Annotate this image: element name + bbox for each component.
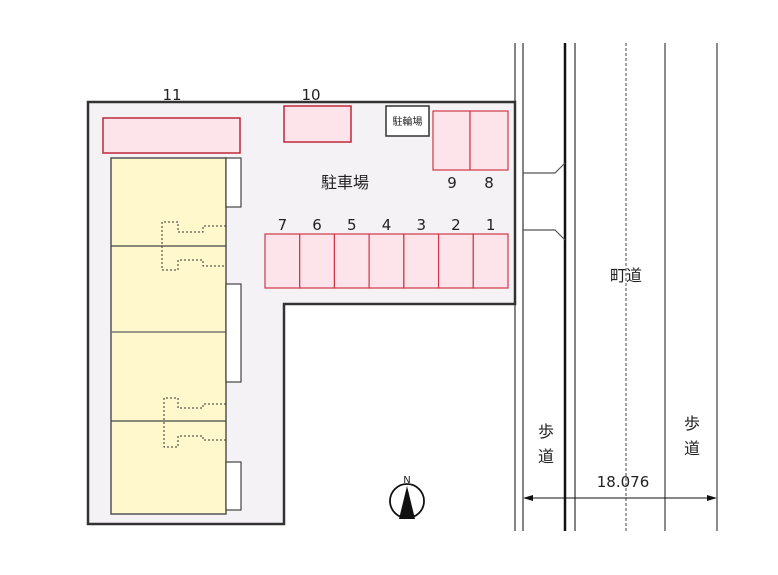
parking-space-9 <box>432 110 471 171</box>
road-width-label: 18.076 <box>597 473 650 491</box>
sidewalk-right-char2: 道 <box>684 439 700 458</box>
compass-north-label: N <box>403 475 410 486</box>
sidewalk-left-char1: 歩 <box>538 422 554 441</box>
sidewalk-left-char2: 道 <box>538 447 554 466</box>
town-road-label: 町道 <box>610 266 642 285</box>
north-compass-icon: N <box>389 475 425 519</box>
parking-space-5 <box>333 233 370 289</box>
bicycle-parking <box>385 105 430 137</box>
balcony <box>225 157 242 208</box>
label-4: 4 <box>382 216 392 234</box>
label-11: 11 <box>162 86 181 104</box>
label-2: 2 <box>451 216 461 234</box>
parking-space-10 <box>283 105 352 143</box>
balcony <box>225 461 242 511</box>
parking-space-7 <box>264 233 301 289</box>
road <box>514 43 718 531</box>
road-width-dimension: 18.076 <box>523 473 717 501</box>
apartment-building <box>110 157 242 515</box>
parking-space-3 <box>403 233 440 289</box>
driveway-edge <box>523 229 566 241</box>
label-1: 1 <box>486 216 496 234</box>
label-8: 8 <box>484 174 494 192</box>
parking-space-4 <box>368 233 405 289</box>
parking-space-11 <box>102 117 241 154</box>
driveway-edge <box>523 162 566 174</box>
label-6: 6 <box>312 216 322 234</box>
parking-space-2 <box>437 233 474 289</box>
label-7: 7 <box>278 216 288 234</box>
parking-lot-label: 駐車場 <box>321 173 369 192</box>
label-9: 9 <box>447 174 457 192</box>
label-5: 5 <box>347 216 357 234</box>
bicycle-parking-label: 駐輪場 <box>393 115 423 128</box>
entrance-outline <box>161 221 226 448</box>
sidewalk-right-char1: 歩 <box>684 414 700 433</box>
parking-space-8 <box>469 110 509 171</box>
balcony <box>225 283 242 383</box>
parking-space-6 <box>299 233 336 289</box>
label-10: 10 <box>301 86 320 104</box>
parking-space-1 <box>472 233 509 289</box>
label-3: 3 <box>416 216 426 234</box>
